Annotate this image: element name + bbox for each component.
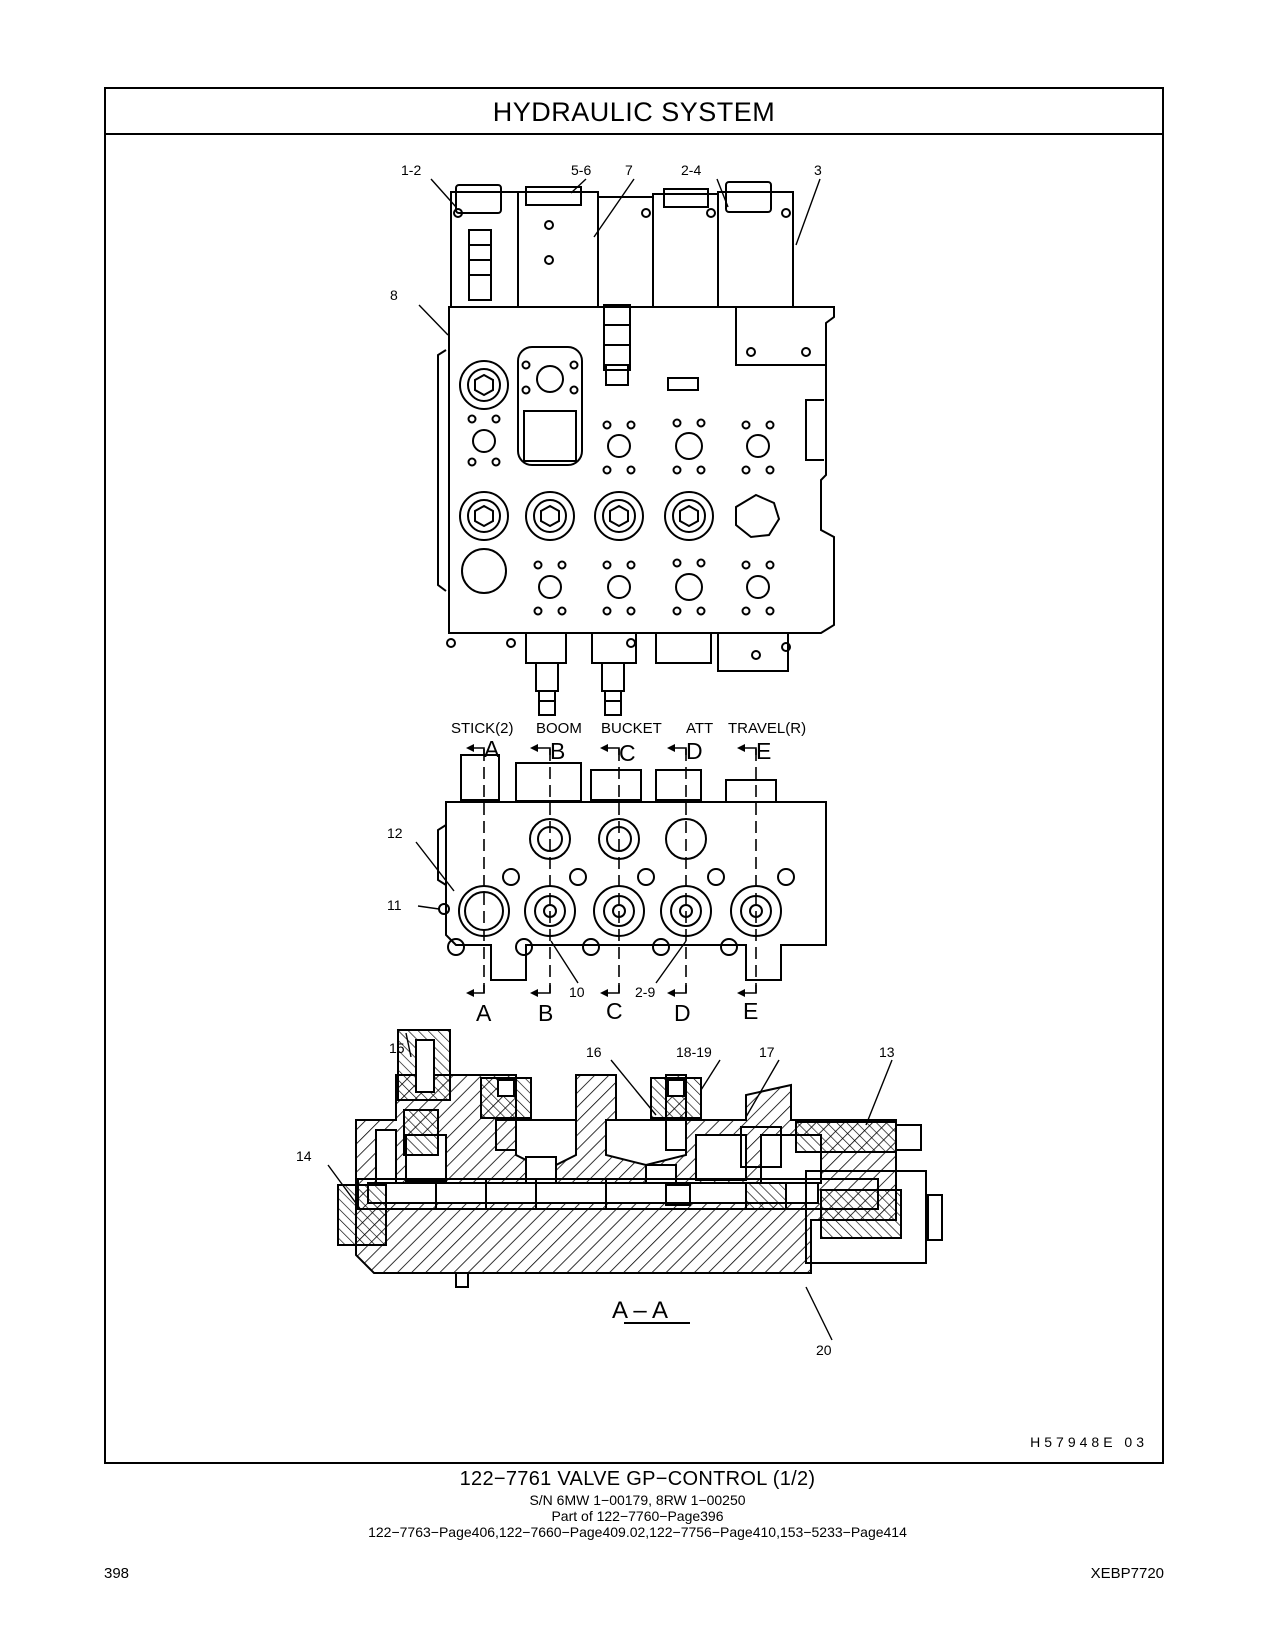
label-travel: TRAVEL(R) [728, 720, 806, 737]
caption-serial: S/N 6MW 1−00179, 8RW 1−00250 [529, 1492, 746, 1508]
callout-1-2: 1-2 [401, 162, 421, 178]
callout-14: 14 [296, 1148, 312, 1164]
callout-13: 13 [879, 1044, 895, 1060]
callout-8: 8 [390, 287, 398, 303]
callout-10: 10 [569, 984, 585, 1000]
callout-17: 17 [759, 1044, 775, 1060]
section-bottom-c: C [606, 998, 623, 1024]
section-top-d: D [686, 738, 703, 764]
valve-illustration: 1-2 5-6 7 2-4 3 8 12 11 10 2-9 15 16 18-… [296, 162, 943, 1358]
callout-20: 20 [816, 1342, 832, 1358]
callout-5-6: 5-6 [571, 162, 591, 178]
caption-references: 122−7763−Page406,122−7660−Page409.02,122… [368, 1524, 907, 1540]
label-stick: STICK(2) [451, 720, 514, 737]
page-number: 398 [104, 1565, 130, 1582]
callout-16: 16 [586, 1044, 602, 1060]
section-bottom-a: A [476, 1000, 492, 1026]
callout-11: 11 [387, 897, 402, 913]
section-top-b: B [550, 738, 565, 764]
valve-section-view [337, 1029, 943, 1324]
callout-18-19: 18-19 [676, 1044, 712, 1060]
label-att: ATT [686, 720, 713, 737]
section-top-a: A [484, 736, 500, 762]
section-view-label: A – A [612, 1297, 668, 1324]
callout-2-9: 2-9 [635, 984, 655, 1000]
callout-15: 15 [389, 1040, 405, 1056]
caption-part-of: Part of 122−7760−Page396 [551, 1508, 724, 1524]
section-top-e: E [756, 738, 771, 764]
figure-code: H57948E 03 [1030, 1434, 1148, 1450]
section-bottom-e: E [743, 998, 758, 1024]
callout-7: 7 [625, 162, 633, 178]
label-bucket: BUCKET [601, 720, 662, 737]
label-boom: BOOM [536, 720, 582, 737]
callout-2-4: 2-4 [681, 162, 701, 178]
section-top-c: C [619, 740, 636, 766]
section-bottom-d: D [674, 1000, 691, 1026]
section-bottom-b: B [538, 1000, 553, 1026]
valve-port-view [437, 744, 827, 997]
document-id: XEBP7720 [1090, 1565, 1164, 1582]
valve-top-view [437, 181, 835, 716]
section-title: HYDRAULIC SYSTEM [106, 89, 1162, 135]
caption-title: 122−7761 VALVE GP−CONTROL (1/2) [459, 1468, 816, 1490]
callout-3: 3 [814, 162, 822, 178]
diagram-frame: HYDRAULIC SYSTEM [104, 87, 1164, 1464]
callout-12: 12 [387, 825, 403, 841]
